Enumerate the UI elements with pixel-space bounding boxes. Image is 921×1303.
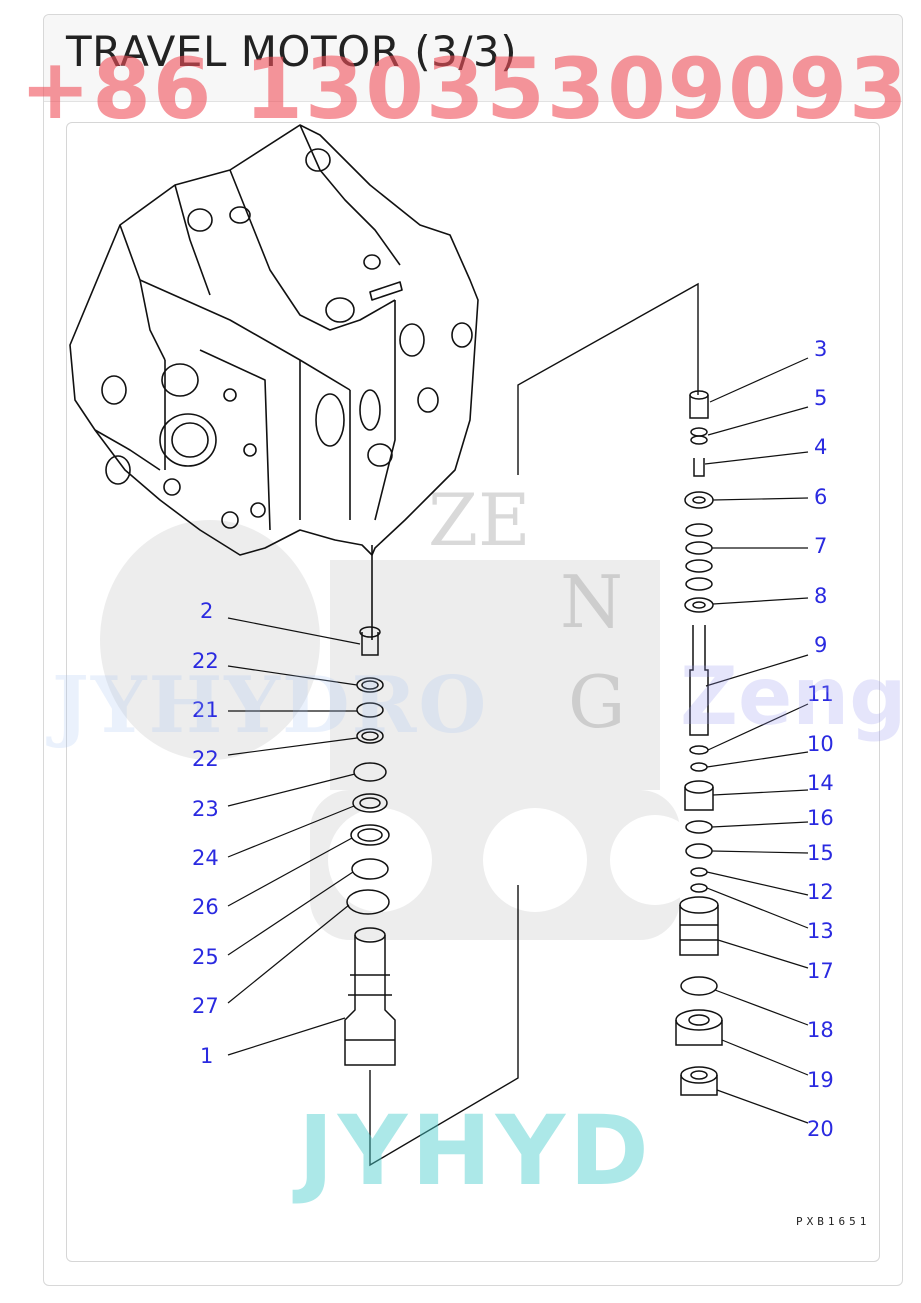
callout-10: 10 [807,732,834,756]
callout-5: 5 [814,386,827,410]
callout-23: 23 [192,797,219,821]
callout-15: 15 [807,841,834,865]
callout-20: 20 [807,1117,834,1141]
logo-watermark-g: G [568,660,626,744]
callout-3: 3 [814,337,827,361]
logo-watermark-n: N [560,560,623,644]
drawing-code: PXB1651 [796,1215,871,1228]
travel-motor-housing [69,124,479,640]
zeng-watermark: Zeng [680,650,907,743]
right-callout-numbers: 3 5 4 6 7 8 9 11 10 14 16 15 12 13 17 18… [807,337,834,1141]
callout-11: 11 [807,682,834,706]
diagram-panel [66,122,880,1262]
callout-2: 2 [200,599,213,623]
callout-12: 12 [807,880,834,904]
callout-19: 19 [807,1068,834,1092]
callout-21: 21 [192,698,219,722]
callout-27: 27 [192,994,219,1018]
page-title: TRAVEL MOTOR (3/3) [66,27,518,76]
callout-22-top: 22 [192,649,219,673]
callout-26: 26 [192,895,219,919]
assembly-guide-lines [369,282,699,1167]
callout-25: 25 [192,945,219,969]
callout-8: 8 [814,584,827,608]
right-parts-stack [675,390,723,1096]
phone-watermark: +86 13035309093 [20,40,910,138]
left-leader-lines [227,617,361,1056]
logo-watermark-ze: ZE [428,478,531,562]
right-leader-lines [704,357,809,1124]
callout-6: 6 [814,485,827,509]
callout-1: 1 [200,1044,213,1068]
callout-9: 9 [814,633,827,657]
left-callout-numbers: 2 22 21 22 23 24 26 25 27 1 [192,599,219,1068]
callout-17: 17 [807,959,834,983]
jyhydro-watermark: JYHYDRO [52,660,489,751]
left-parts-stack [344,626,396,1066]
callout-7: 7 [814,534,827,558]
callout-18: 18 [807,1018,834,1042]
callout-22-bottom: 22 [192,747,219,771]
jyhyd-watermark: JYHYD [298,1095,653,1207]
card-header: TRAVEL MOTOR (3/3) [44,15,902,102]
callout-14: 14 [807,771,834,795]
callout-16: 16 [807,806,834,830]
callout-13: 13 [807,919,834,943]
callout-4: 4 [814,435,827,459]
callout-24: 24 [192,846,219,870]
